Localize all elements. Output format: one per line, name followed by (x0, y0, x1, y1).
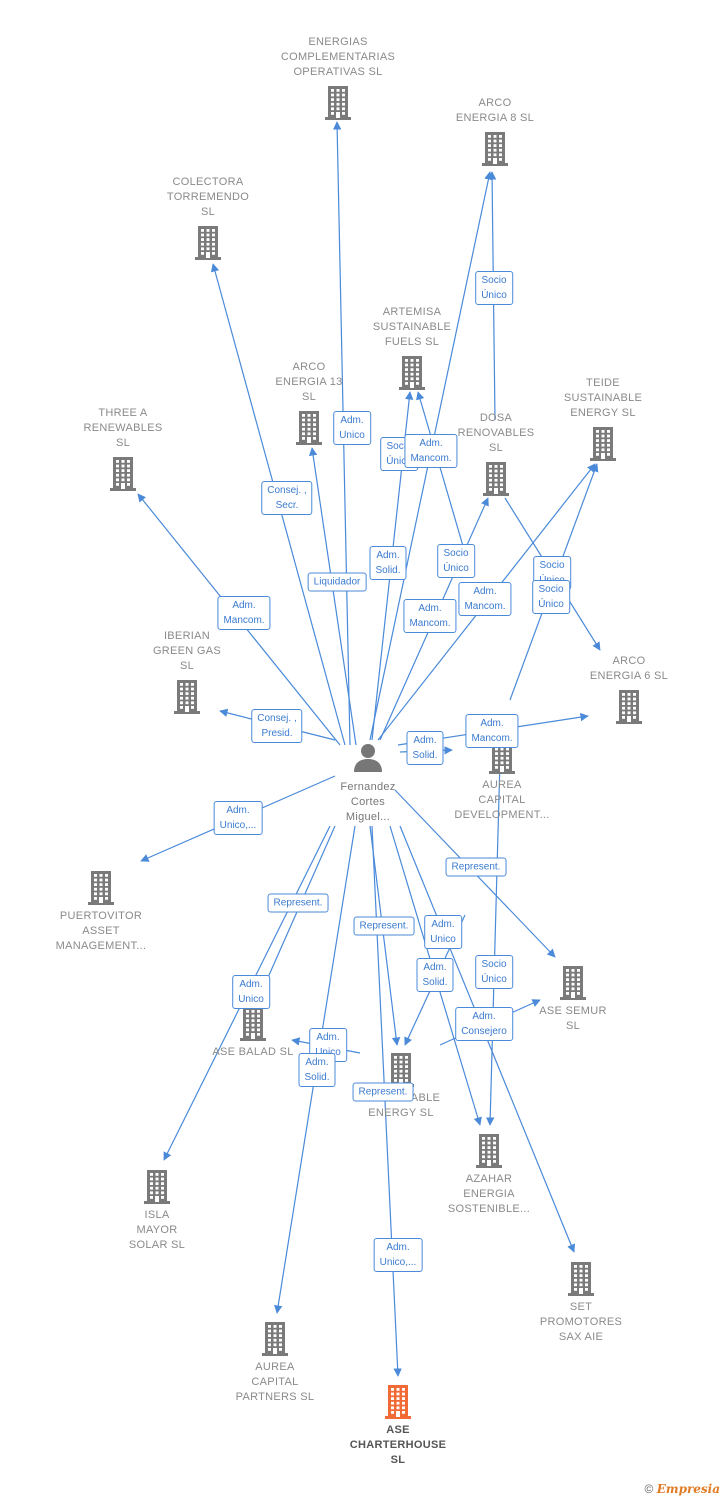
person-icon[interactable] (352, 742, 384, 774)
relation-label-r-adm-solid-4[interactable]: Adm. Solid. (298, 1053, 336, 1087)
person-name[interactable]: Fernandez Cortes Miguel... (340, 781, 396, 823)
company-label[interactable]: ASE BALAD SL (212, 1046, 294, 1058)
building-icon[interactable] (587, 425, 619, 461)
relation-label-r-socio-unico-3[interactable]: Socio Único (475, 955, 513, 989)
building-icon[interactable] (385, 1051, 417, 1087)
company-label[interactable]: ASE SEMUR SL (539, 1005, 607, 1032)
company-label[interactable]: DOSA RENOVABLES SL (457, 412, 535, 454)
relation-label-r-adm-mancom-1[interactable]: Adm. Mancom. (404, 434, 458, 468)
building-icon[interactable] (107, 455, 139, 491)
building-icon[interactable] (141, 1168, 173, 1204)
relation-label-r-socio-unico-dosa[interactable]: Socio Único (437, 544, 475, 578)
relation-label-r-adm-mancom-3[interactable]: Adm. Mancom. (458, 582, 512, 616)
company-label[interactable]: ARCO ENERGIA 6 SL (589, 655, 669, 682)
company-label[interactable]: ISLA MAYOR SOLAR SL (128, 1209, 186, 1251)
relation-label-r-adm-mancom-2[interactable]: Adm. Mancom. (403, 599, 457, 633)
relation-label-r-adm-unico-charter[interactable]: Adm. Unico,... (373, 1238, 423, 1272)
empresia-logo[interactable]: Empresia (656, 1482, 720, 1496)
building-icon[interactable] (396, 354, 428, 390)
edge-to-artemisa (416, 391, 471, 571)
building-icon[interactable] (557, 964, 589, 1000)
relation-label-r-represent-3[interactable]: Represent. (445, 857, 507, 877)
relation-label-r-adm-consejero[interactable]: Adm. Consejero (455, 1007, 513, 1041)
company-label[interactable]: PUERTOVITOR ASSET MANAGEMENT... (55, 910, 147, 952)
edge-to-arco13 (308, 447, 357, 746)
building-icon[interactable] (259, 1320, 291, 1356)
relation-label-r-adm-unico-energias[interactable]: Adm. Unico (333, 411, 371, 445)
building-icon[interactable] (322, 84, 354, 120)
building-icon[interactable] (237, 1005, 269, 1041)
relation-label-r-adm-unico-balad[interactable]: Adm. Unico (232, 975, 270, 1009)
building-icon[interactable] (565, 1260, 597, 1296)
edge-to-sustainable (369, 825, 401, 1046)
relation-label-r-adm-solid-2[interactable]: Adm. Solid. (406, 731, 444, 765)
building-icon[interactable] (473, 1132, 505, 1168)
relation-label-r-represent-1[interactable]: Represent. (267, 893, 329, 913)
footer-brand: © Empresia (645, 1482, 720, 1496)
building-icon[interactable] (293, 409, 325, 445)
company-label[interactable]: COLECTORA TORREMENDO SL (166, 176, 250, 218)
edge-to-ase_balad (257, 825, 336, 1001)
building-icon[interactable] (192, 224, 224, 260)
company-label[interactable]: ASE CHARTERHOUSE SL (349, 1424, 447, 1466)
building-icon[interactable] (382, 1383, 414, 1419)
company-label[interactable]: IBERIAN GREEN GAS SL (152, 630, 222, 672)
company-label[interactable]: ARCO ENERGIA 8 SL (455, 97, 535, 124)
relation-label-r-adm-mancom-three[interactable]: Adm. Mancom. (217, 596, 271, 630)
relation-label-r-adm-unico-2[interactable]: Adm. Unico (424, 915, 462, 949)
relation-label-r-adm-solid-3[interactable]: Adm. Solid. (416, 958, 454, 992)
company-label[interactable]: SET PROMOTORES SAX AIE (539, 1301, 623, 1343)
building-icon[interactable] (486, 738, 518, 774)
company-label[interactable]: AZAHAR ENERGIA SOSTENIBLE... (447, 1173, 531, 1215)
edge-to-azahar (486, 759, 501, 1126)
relation-label-r-consej-presid[interactable]: Consej. , Presid. (251, 709, 303, 743)
copyright-symbol: © (644, 1482, 654, 1496)
company-label[interactable]: ARTEMISA SUSTAINABLE FUELS SL (372, 306, 452, 348)
relation-label-r-represent-2[interactable]: Represent. (353, 916, 415, 936)
company-label[interactable]: TEIDE SUSTAINABLE ENERGY SL (563, 377, 643, 419)
relation-label-r-adm-solid-1[interactable]: Adm. Solid. (369, 546, 407, 580)
company-label[interactable]: AUREA CAPITAL PARTNERS SL (235, 1361, 315, 1403)
relation-label-r-adm-mancom-aurea[interactable]: Adm. Mancom. (465, 714, 519, 748)
relation-label-r-socio-arco8[interactable]: Socio Único (475, 271, 513, 305)
building-icon[interactable] (613, 688, 645, 724)
building-icon[interactable] (480, 460, 512, 496)
company-label[interactable]: ENERGIAS COMPLEMENTARIAS OPERATIVAS SL (280, 36, 396, 78)
building-icon[interactable] (479, 130, 511, 166)
building-icon[interactable] (171, 678, 203, 714)
relation-label-r-adm-unico-puerto[interactable]: Adm. Unico,... (213, 801, 263, 835)
company-label[interactable]: THREE A RENEWABLES SL (83, 407, 163, 449)
company-label[interactable]: AUREA CAPITAL DEVELOPMENT... (454, 779, 550, 821)
company-label[interactable]: ARCO ENERGIA 13 SL (275, 361, 343, 403)
building-icon[interactable] (85, 869, 117, 905)
relation-label-r-liquidador[interactable]: Liquidador (307, 572, 367, 592)
relation-label-r-socio-arco6[interactable]: Socio Único (532, 580, 570, 614)
relation-label-r-consej-secr[interactable]: Consej. , Secr. (261, 481, 313, 515)
relation-label-r-represent-4[interactable]: Represent. (352, 1082, 414, 1102)
